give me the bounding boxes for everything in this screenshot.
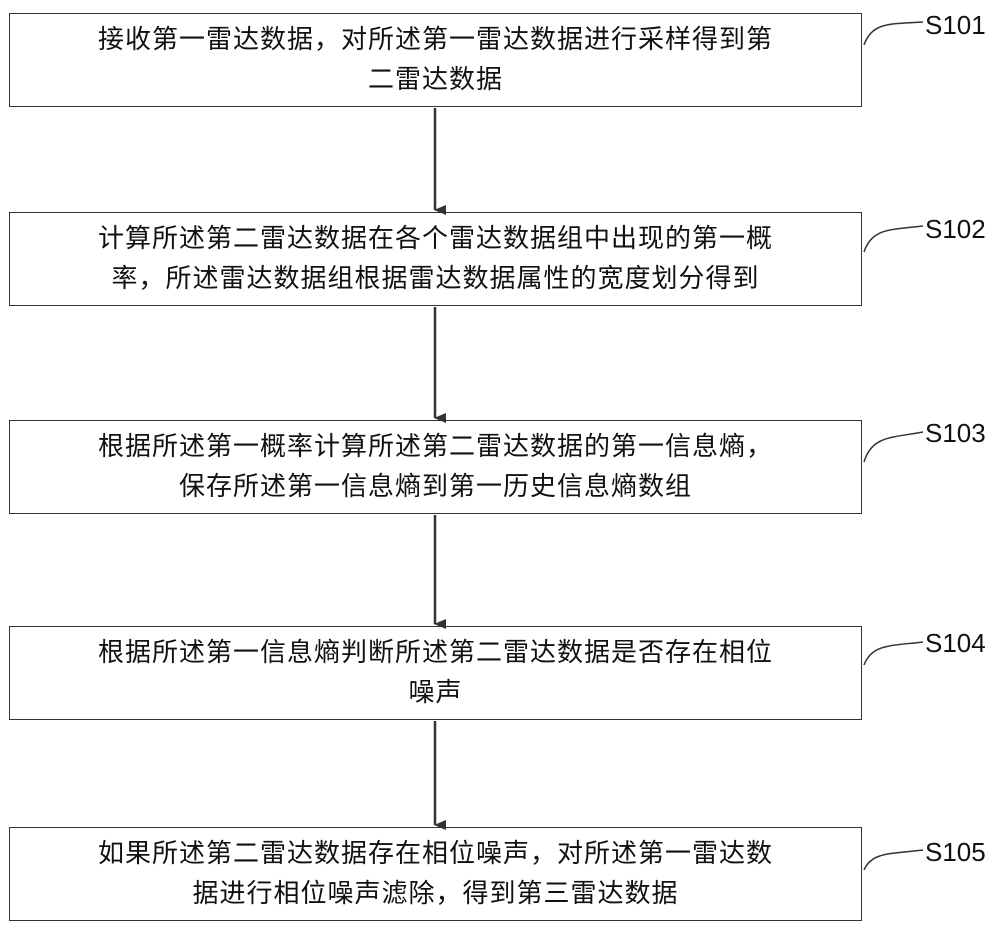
- leader-curve-s103: [864, 432, 923, 462]
- leader-curve-s102: [864, 226, 923, 252]
- leader-curve-s101: [864, 22, 923, 45]
- leader-curve-s105: [864, 850, 923, 870]
- leader-curve-s104: [864, 642, 923, 665]
